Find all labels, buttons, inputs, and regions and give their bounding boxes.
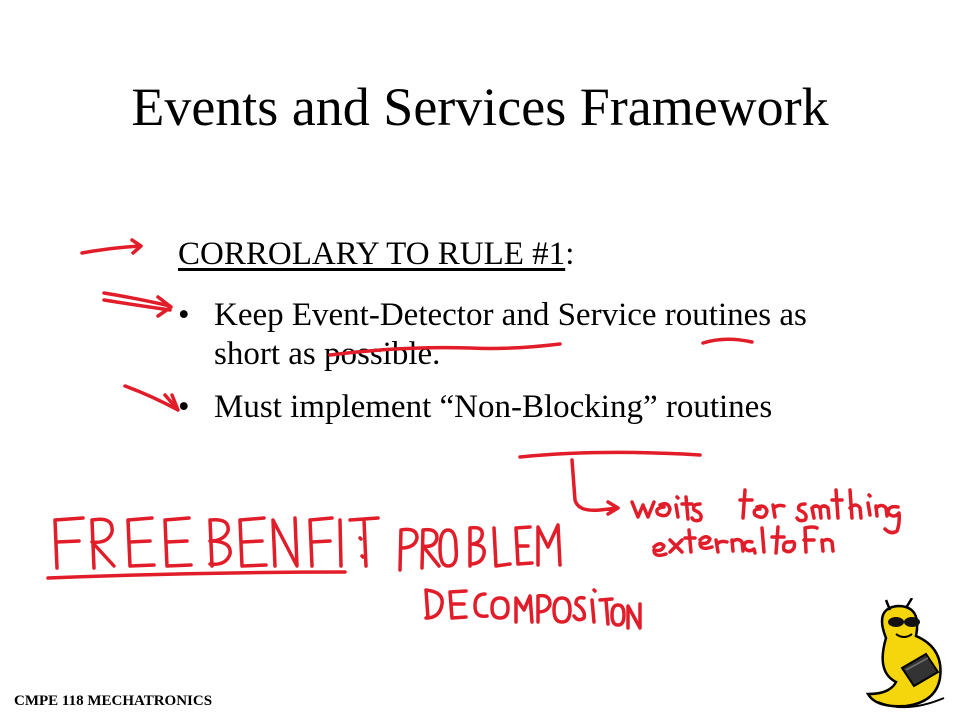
handwriting-decomposition xyxy=(424,588,642,630)
bracket-arrow-icon xyxy=(570,458,620,516)
arrow-heading-icon xyxy=(80,238,143,255)
bullet-marker: • xyxy=(178,389,190,425)
bullet-marker: • xyxy=(178,297,190,333)
arrow-bullet-two-icon xyxy=(123,384,180,412)
handwriting-external-to-fn xyxy=(652,525,835,558)
slide-title: Events and Services Framework xyxy=(131,77,829,137)
bullet-item: • Must implement “Non-Blocking” routines xyxy=(178,388,818,427)
handwriting-waits-for-something xyxy=(630,488,901,535)
bullet-list: • Keep Event-Detector and Service routin… xyxy=(178,296,818,441)
underline-non-blocking xyxy=(518,450,702,459)
handwriting-problem xyxy=(398,523,562,572)
underline-free-benefit xyxy=(46,570,347,580)
corollary-heading-colon: : xyxy=(565,236,575,272)
underline-service xyxy=(701,337,754,345)
bullet-item: • Keep Event-Detector and Service routin… xyxy=(178,296,818,374)
underline-event-detector xyxy=(328,342,562,357)
corollary-heading-text: CORROLARY TO RULE #1 xyxy=(178,236,566,272)
handwriting-free-benefit xyxy=(53,516,380,570)
bullet-text: Must implement “Non-Blocking” routines xyxy=(214,389,773,425)
banana-slug-mascot-icon xyxy=(865,598,945,709)
bullet-text: Keep Event-Detector and Service routines… xyxy=(214,297,807,372)
corollary-heading: CORROLARY TO RULE #1: xyxy=(178,232,574,276)
arrow-bullet-one-icon xyxy=(102,291,173,318)
course-footer: CMPE 118 MECHATRONICS xyxy=(14,693,213,709)
